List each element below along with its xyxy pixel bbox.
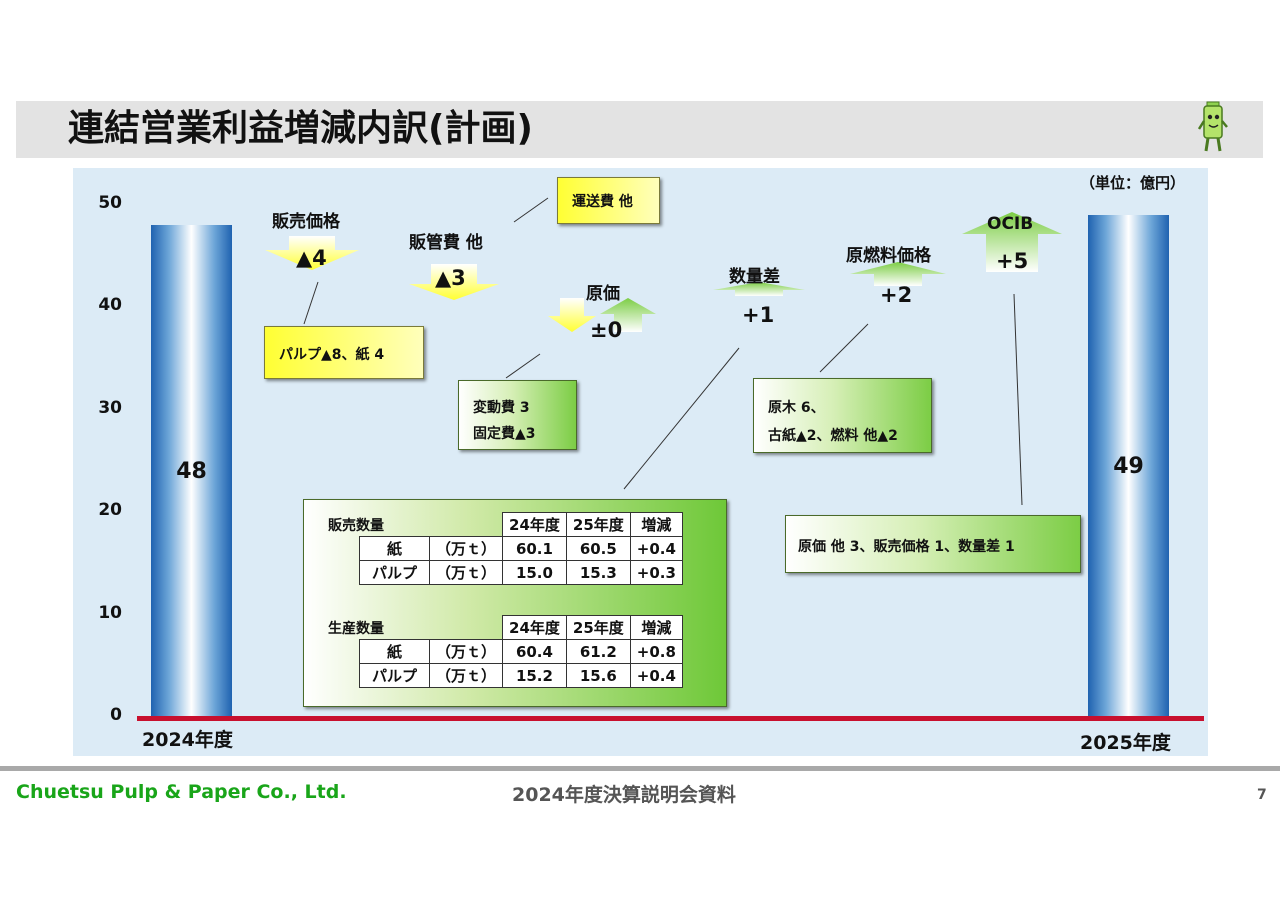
footer-divider <box>0 766 1280 771</box>
document-title: 2024年度決算説明会資料 <box>512 784 736 806</box>
table-cell-unit: （万ｔ） <box>428 639 504 664</box>
page-number: 7 <box>1257 787 1267 803</box>
connector-sales-price <box>303 281 319 325</box>
annotation-sales-price-text: パルプ▲8、紙 4 <box>279 347 385 363</box>
table-header: 25年度 <box>565 512 631 537</box>
x-category-2024: 2024年度 <box>142 729 233 751</box>
y-tick-label: 40 <box>98 295 122 316</box>
table-row: 紙 （万ｔ） 60.1 60.5 +0.4 <box>359 536 683 561</box>
step-label-cost: 原価 <box>586 284 620 304</box>
increase-arrow-cost <box>600 298 656 332</box>
decrease-arrow-sga <box>409 264 499 300</box>
step-label-sales-price: 販売価格 <box>272 212 340 232</box>
table-cell: +0.4 <box>629 663 683 688</box>
annotation-ocib-text: 原価 他 3、販売価格 1、数量差 1 <box>798 539 1015 555</box>
table-header: 24年度 <box>502 615 567 640</box>
annotation-cost-line-2: 固定費▲3 <box>473 426 536 442</box>
step-value-cost: ±0 <box>590 318 623 342</box>
y-tick-label: 20 <box>98 500 122 521</box>
step-label-raw-fuel: 原燃料価格 <box>846 246 931 266</box>
table-cell: 15.0 <box>502 560 567 585</box>
annotation-raw-fuel: 原木 6、 古紙▲2、燃料 他▲2 <box>753 378 932 453</box>
slide-title: 連結営業利益増減内訳(計画) <box>68 108 533 149</box>
production-volume-table: 24年度 25年度 増減 紙 （万ｔ） 60.4 61.2 +0.8 パルプ （… <box>359 615 683 688</box>
baseline <box>137 716 1204 721</box>
table-cell: +0.3 <box>629 560 683 585</box>
sales-volume-table: 24年度 25年度 増減 紙 （万ｔ） 60.1 60.5 +0.4 パルプ （… <box>359 512 683 585</box>
annotation-ocib: 原価 他 3、販売価格 1、数量差 1 <box>785 515 1081 573</box>
table-header: 25年度 <box>565 615 631 640</box>
increase-arrow-raw-fuel <box>850 262 946 286</box>
connector-ocib <box>1013 293 1023 506</box>
decrease-arrow-sales-price <box>265 236 359 270</box>
step-value-sga: ▲3 <box>435 266 466 290</box>
decrease-arrow-cost <box>548 298 596 332</box>
sales-volume-title: 販売数量 <box>328 518 384 534</box>
step-label-sga: 販管費 他 <box>409 233 483 253</box>
annotation-raw-fuel-line-1: 原木 6、 <box>768 400 825 416</box>
bar-2024 <box>151 225 232 717</box>
table-cell-item: パルプ <box>359 560 430 585</box>
table-cell-item: パルプ <box>359 663 430 688</box>
bar-value-2025: 49 <box>1113 454 1144 480</box>
mascot-icon <box>1198 101 1228 152</box>
table-cell-item: 紙 <box>359 639 430 664</box>
quantity-tables-box: 販売数量 24年度 25年度 増減 紙 （万ｔ） 60.1 60.5 +0.4 … <box>303 499 727 707</box>
table-cell: 15.2 <box>502 663 567 688</box>
table-row: パルプ （万ｔ） 15.0 15.3 +0.3 <box>359 560 683 585</box>
annotation-raw-fuel-line-2: 古紙▲2、燃料 他▲2 <box>768 428 898 444</box>
connector-raw-fuel <box>819 323 869 373</box>
step-value-volume: +1 <box>742 303 775 327</box>
connector-freight <box>513 197 549 223</box>
step-value-sales-price: ▲4 <box>296 246 327 270</box>
step-label-ocib: OCIB <box>987 214 1034 234</box>
increase-arrow-volume <box>713 282 805 296</box>
table-cell-unit: （万ｔ） <box>428 560 504 585</box>
table-cell: 15.3 <box>565 560 631 585</box>
annotation-cost: 変動費 3 固定費▲3 <box>458 380 577 450</box>
table-cell: 60.4 <box>502 639 567 664</box>
table-cell-unit: （万ｔ） <box>428 536 504 561</box>
table-cell: 61.2 <box>565 639 631 664</box>
table-row: パルプ （万ｔ） 15.2 15.6 +0.4 <box>359 663 683 688</box>
table-cell: 15.6 <box>565 663 631 688</box>
table-header: 24年度 <box>502 512 567 537</box>
production-volume-title: 生産数量 <box>328 621 384 637</box>
x-category-2025: 2025年度 <box>1080 732 1171 754</box>
table-cell: +0.8 <box>629 639 683 664</box>
step-value-ocib: +5 <box>996 249 1029 273</box>
bar-value-2024: 48 <box>176 459 207 485</box>
table-cell-unit: （万ｔ） <box>428 663 504 688</box>
annotation-cost-line-1: 変動費 3 <box>473 400 530 416</box>
table-header: 増減 <box>629 615 683 640</box>
table-header-row: 24年度 25年度 増減 <box>360 615 683 640</box>
table-cell: 60.5 <box>565 536 631 561</box>
table-row: 紙 （万ｔ） 60.4 61.2 +0.8 <box>359 639 683 664</box>
table-header: 増減 <box>629 512 683 537</box>
table-cell-item: 紙 <box>359 536 430 561</box>
company-name: Chuetsu Pulp & Paper Co., Ltd. <box>16 781 347 803</box>
y-tick-label: 30 <box>98 397 122 418</box>
table-header-row: 24年度 25年度 増減 <box>360 512 683 537</box>
annotation-freight-text: 運送費 他 <box>572 194 633 210</box>
annotation-sales-price: パルプ▲8、紙 4 <box>264 326 424 379</box>
connector-volume <box>623 347 740 490</box>
connector-cost <box>505 353 541 379</box>
bar-2025 <box>1088 215 1169 717</box>
increase-arrow-ocib <box>962 212 1062 272</box>
table-cell: 60.1 <box>502 536 567 561</box>
annotation-freight: 運送費 他 <box>557 177 660 224</box>
step-label-volume: 数量差 <box>729 267 780 287</box>
table-cell: +0.4 <box>629 536 683 561</box>
y-tick-label: 10 <box>98 602 122 623</box>
y-tick-label: 0 <box>110 705 122 725</box>
y-tick-label: 50 <box>98 193 122 213</box>
step-value-raw-fuel: +2 <box>880 283 913 307</box>
unit-label: （単位：億円） <box>1080 174 1186 192</box>
title-bar <box>16 101 1263 158</box>
